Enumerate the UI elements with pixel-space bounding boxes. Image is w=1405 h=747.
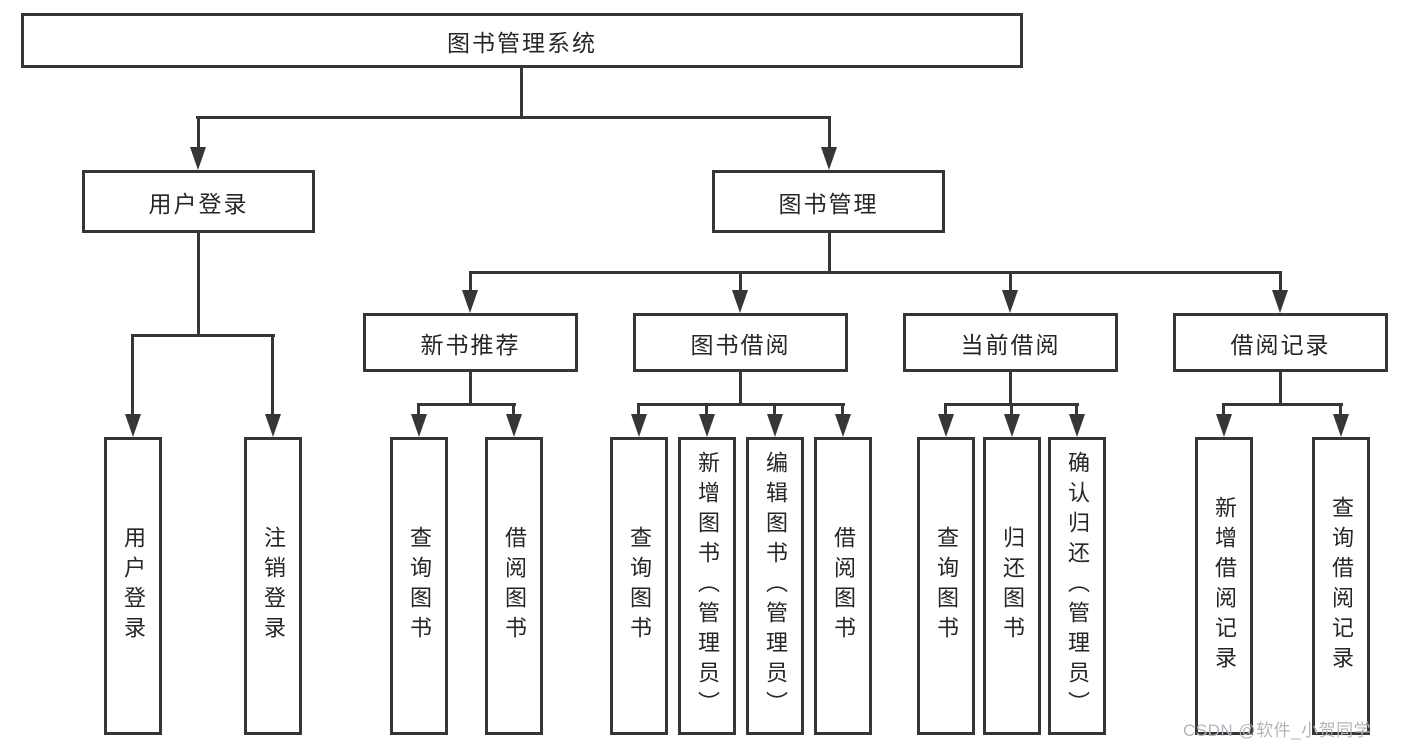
leaf-current-return-books: 归还图书 (983, 437, 1041, 735)
arrow-down-icon (411, 414, 427, 437)
connector-line (196, 116, 831, 119)
leaf-label: 查询借阅记录 (1329, 496, 1354, 676)
leaf-recommend-borrow-books: 借阅图书 (485, 437, 543, 735)
leaf-label: 用户登录 (121, 526, 146, 646)
arrow-down-icon (1002, 290, 1018, 313)
arrow-down-icon (1004, 414, 1020, 437)
node-book-borrow: 图书借阅 (633, 313, 848, 372)
leaf-label: 确认归还（管理员） (1065, 451, 1090, 721)
arrow-down-icon (1333, 414, 1349, 437)
connector-line (705, 403, 708, 417)
connector-line (469, 271, 1282, 274)
leaf-label: 查询图书 (934, 526, 959, 646)
arrow-down-icon (1272, 290, 1288, 313)
leaf-label: 新增图书（管理员） (695, 451, 720, 721)
node-label: 图书管理系统 (447, 29, 597, 56)
leaf-label: 借阅图书 (502, 526, 527, 646)
connector-line (828, 116, 831, 151)
connector-line (1279, 271, 1282, 293)
connector-line (417, 403, 420, 417)
node-new-book-recommend: 新书推荐 (363, 313, 578, 372)
connector-line (828, 232, 831, 274)
arrow-down-icon (732, 290, 748, 313)
node-current-borrow: 当前借阅 (903, 313, 1118, 372)
leaf-borrow-edit-books-admin: 编辑图书（管理员） (746, 437, 804, 735)
arrow-down-icon (938, 414, 954, 437)
connector-line (637, 403, 640, 417)
arrow-down-icon (125, 414, 141, 437)
connector-line (1222, 403, 1225, 417)
node-label: 图书借阅 (690, 331, 791, 358)
node-label: 图书管理 (778, 190, 879, 217)
arrow-down-icon (462, 290, 478, 313)
connector-line (1010, 403, 1013, 417)
connector-line (512, 403, 515, 417)
connector-line (637, 403, 845, 406)
connector-line (520, 68, 523, 118)
leaf-borrow-add-books-admin: 新增图书（管理员） (678, 437, 736, 735)
arrow-down-icon (506, 414, 522, 437)
connector-line (271, 334, 274, 417)
arrow-down-icon (190, 147, 206, 170)
arrow-down-icon (835, 414, 851, 437)
leaf-label: 注销登录 (261, 526, 286, 646)
leaf-label: 新增借阅记录 (1212, 496, 1237, 676)
leaf-label: 编辑图书（管理员） (763, 451, 788, 721)
leaf-label: 查询图书 (627, 526, 652, 646)
connector-line (944, 403, 947, 417)
arrow-down-icon (1069, 414, 1085, 437)
arrow-down-icon (699, 414, 715, 437)
connector-line (131, 334, 134, 417)
arrow-down-icon (1216, 414, 1232, 437)
connector-line (197, 116, 200, 151)
leaf-record-add-borrow-record: 新增借阅记录 (1195, 437, 1253, 735)
connector-line (1279, 372, 1282, 406)
connector-line (469, 372, 472, 406)
arrow-down-icon (821, 147, 837, 170)
node-user-login: 用户登录 (82, 170, 315, 233)
leaf-recommend-query-books: 查询图书 (390, 437, 448, 735)
connector-line (469, 271, 472, 293)
leaf-current-confirm-return-admin: 确认归还（管理员） (1048, 437, 1106, 735)
connector-line (1009, 372, 1012, 406)
connector-line (841, 403, 844, 417)
connector-line (1075, 403, 1078, 417)
node-label: 用户登录 (148, 190, 249, 217)
node-label: 借阅记录 (1230, 331, 1331, 358)
connector-line (739, 372, 742, 406)
leaf-borrow-borrow-books: 借阅图书 (814, 437, 872, 735)
leaf-label: 借阅图书 (831, 526, 856, 646)
arrow-down-icon (767, 414, 783, 437)
arrow-down-icon (631, 414, 647, 437)
node-book-management: 图书管理 (712, 170, 945, 233)
arrow-down-icon (265, 414, 281, 437)
connector-line (1222, 403, 1343, 406)
leaf-record-query-borrow-record: 查询借阅记录 (1312, 437, 1370, 735)
connector-line (197, 233, 200, 336)
node-label: 当前借阅 (960, 331, 1061, 358)
connector-line (1339, 403, 1342, 417)
connector-line (1009, 271, 1012, 293)
csdn-watermark: CSDN @软件_小贺同学 (1183, 721, 1372, 740)
leaf-label: 查询图书 (407, 526, 432, 646)
leaf-current-query-books: 查询图书 (917, 437, 975, 735)
leaf-user-login: 用户登录 (104, 437, 162, 735)
node-label: 新书推荐 (420, 331, 521, 358)
node-root-library-system: 图书管理系统 (21, 13, 1023, 68)
node-borrow-records: 借阅记录 (1173, 313, 1388, 372)
leaf-borrow-query-books: 查询图书 (610, 437, 668, 735)
connector-line (131, 334, 275, 337)
connector-line (417, 403, 516, 406)
connector-line (773, 403, 776, 417)
connector-line (739, 271, 742, 293)
leaf-logout: 注销登录 (244, 437, 302, 735)
leaf-label: 归还图书 (1000, 526, 1025, 646)
